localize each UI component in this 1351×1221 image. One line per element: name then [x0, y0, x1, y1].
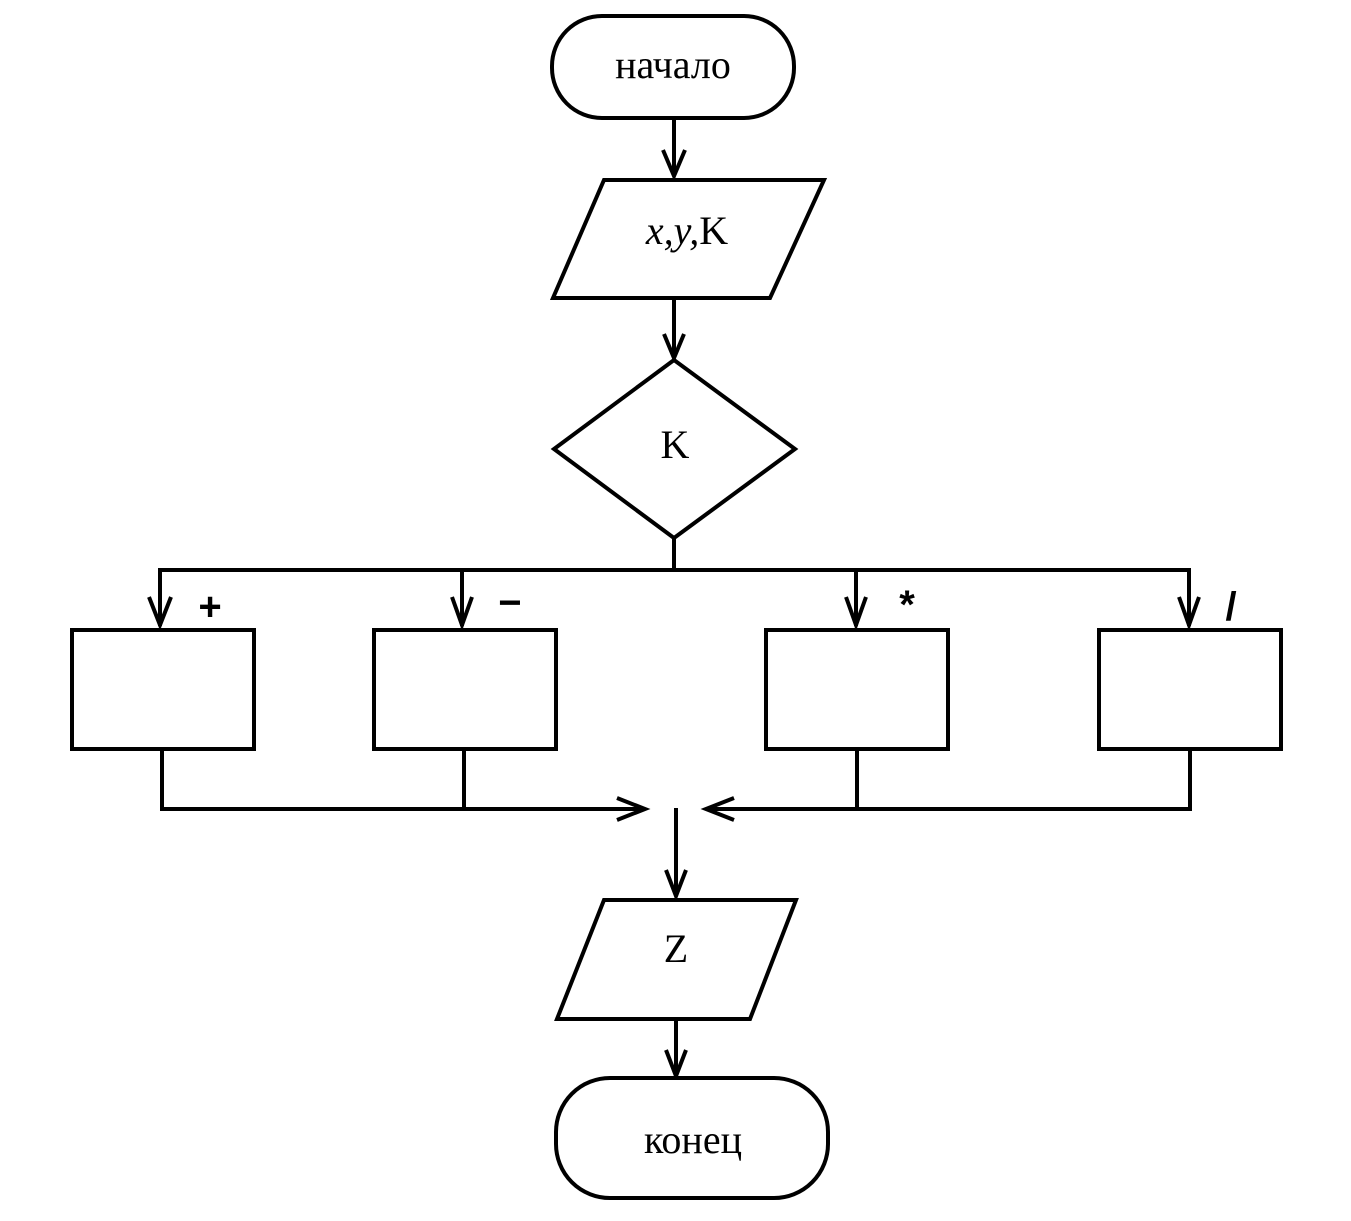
input-sep-2: , — [689, 208, 699, 253]
process-box-divide — [1097, 628, 1283, 751]
start-node: начало — [550, 14, 796, 120]
arrow-merge-to-output — [664, 808, 688, 902]
end-label: конец — [644, 1117, 742, 1162]
input-var-k: K — [699, 208, 728, 253]
process-box-minus — [372, 628, 558, 751]
arrow-to-minus — [450, 596, 474, 631]
arrow-input-to-decision — [662, 298, 686, 364]
arrow-to-multiply — [844, 596, 868, 631]
input-label: x,y,K — [645, 208, 728, 253]
input-var-y: y — [670, 208, 692, 253]
branch-label-minus: − — [498, 581, 521, 625]
process-box-multiply — [764, 628, 950, 751]
process-box-plus — [70, 628, 256, 751]
decision-label: K — [661, 422, 690, 467]
input-node: x,y,K — [549, 178, 828, 300]
merge-right — [700, 749, 1192, 822]
merge-left — [160, 749, 651, 822]
input-sep-1: , — [664, 208, 674, 253]
branch-label-multiply: * — [899, 583, 915, 627]
branch-label-plus: + — [198, 585, 221, 629]
arrow-to-plus — [147, 596, 173, 631]
start-label: начало — [615, 42, 731, 87]
end-node: конец — [554, 1076, 830, 1200]
output-node: Z — [554, 898, 799, 1021]
branch-label-divide: / — [1225, 585, 1236, 629]
input-var-x: x — [645, 208, 664, 253]
branch-bus — [158, 538, 1191, 626]
output-label: Z — [664, 926, 688, 971]
arrow-to-divide — [1177, 596, 1201, 631]
arrow-output-to-end — [664, 1019, 688, 1082]
arrow-start-to-input — [661, 118, 687, 182]
decision-node: K — [550, 357, 799, 541]
